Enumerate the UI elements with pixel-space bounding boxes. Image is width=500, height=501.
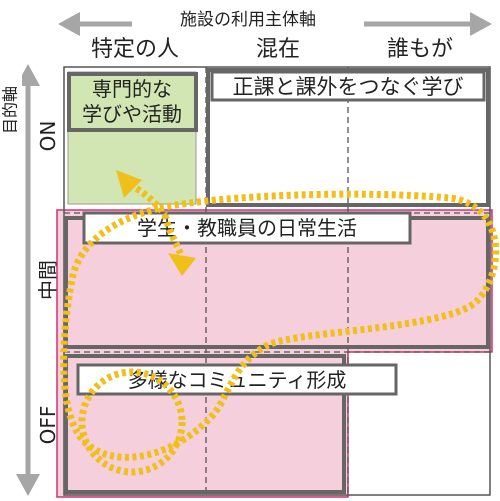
diverse-community-box <box>64 354 346 494</box>
specific-activities-line2: 学びや活動 <box>82 102 182 126</box>
curricular-link-label: 正課と課外をつなぐ学び <box>233 75 464 99</box>
row-header-middle: 中間 <box>36 260 60 300</box>
column-header-anyone: 誰もが <box>387 37 453 62</box>
horizontal-axis-label: 施設の利用主体軸 <box>180 10 316 30</box>
row-header-on: ON <box>36 121 60 152</box>
curricular-link-box <box>206 68 490 207</box>
curricular-link-label-box <box>210 70 486 102</box>
vertical-axis-label: 目的軸 <box>1 86 20 134</box>
daily-life-label-box <box>82 211 412 245</box>
daily-life-region <box>56 209 493 498</box>
flow-arrowhead-up <box>116 170 142 198</box>
specific-activities-label-box <box>67 72 198 132</box>
row-header-off: OFF <box>36 406 60 445</box>
specific-activities-line1: 専門的な <box>92 77 172 101</box>
daily-life-label: 学生・教職員の日常生活 <box>137 216 357 240</box>
column-header-mixed: 混在 <box>256 37 300 62</box>
column-header-specific: 特定の人 <box>91 37 179 62</box>
flow-arrowhead-down <box>168 253 196 276</box>
